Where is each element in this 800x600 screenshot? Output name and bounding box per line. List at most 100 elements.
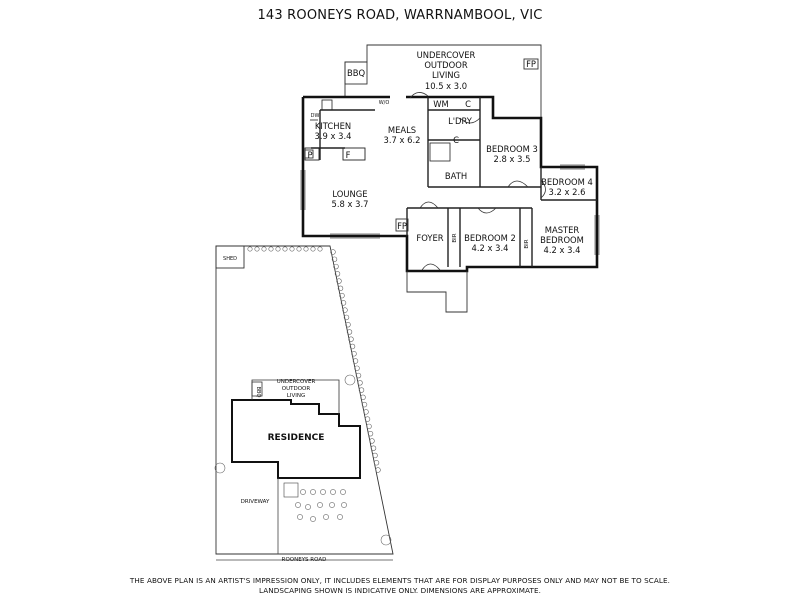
hedge-dot bbox=[339, 292, 345, 299]
hedge-dot bbox=[340, 489, 346, 495]
hedge-dot bbox=[360, 394, 366, 401]
disclaimer-line-2: LANDSCAPING SHOWN IS INDICATIVE ONLY. DI… bbox=[258, 586, 542, 595]
site-outdoor-living bbox=[251, 379, 340, 414]
site-outdoor-label-2: OUTDOOR bbox=[282, 386, 311, 392]
bedroom4-dims: 3.2 x 2.6 bbox=[549, 187, 586, 197]
hedge-dot bbox=[375, 467, 381, 473]
site-residence-footprint bbox=[231, 399, 361, 479]
bedroom2-label: BEDROOM 2 bbox=[464, 233, 516, 243]
hedge-dot bbox=[333, 263, 339, 270]
bedroom3-dims: 2.8 x 3.5 bbox=[494, 154, 531, 164]
hedge-dot bbox=[369, 438, 375, 444]
hedge-dot bbox=[348, 336, 354, 342]
hedge-dot bbox=[340, 300, 347, 306]
hedge-dot bbox=[323, 514, 329, 520]
outdoor-fp-box bbox=[523, 58, 539, 70]
shed-label: SHED bbox=[223, 256, 237, 262]
outdoor-dims: 10.5 x 3.0 bbox=[425, 81, 467, 91]
shed-box bbox=[215, 245, 245, 269]
hedge-dot bbox=[303, 246, 309, 252]
outdoor-label-1: UNDERCOVER bbox=[417, 50, 476, 60]
hedge-dot bbox=[275, 246, 281, 252]
site-bbq-label: BBQ bbox=[255, 387, 261, 398]
hedge-dot bbox=[370, 445, 377, 451]
lounge-fp-label: FP bbox=[397, 221, 407, 231]
site-outdoor-label-3: LIVING bbox=[287, 393, 305, 399]
hedge-dot bbox=[337, 285, 344, 292]
plan-title: 143 ROONEYS ROAD, WARRNAMBOOL, VIC bbox=[257, 8, 543, 23]
hedge-dot bbox=[363, 409, 369, 415]
cupboard-label-2: C bbox=[453, 135, 459, 145]
lounge-label: LOUNGE bbox=[332, 189, 367, 199]
wall-oven-label: W/O bbox=[379, 100, 390, 106]
bir-label-2: BIR bbox=[524, 239, 530, 248]
kitchen-label: KITCHEN bbox=[315, 121, 351, 131]
foyer-label: FOYER bbox=[416, 233, 443, 243]
hedge-dot bbox=[367, 430, 374, 437]
hedge-dot bbox=[300, 489, 306, 495]
hedge-dot bbox=[320, 489, 326, 495]
hedge-dot bbox=[331, 256, 338, 262]
floor-plan-labels: UNDERCOVER OUTDOOR LIVING 10.5 x 3.0 BBQ… bbox=[307, 50, 592, 255]
cupboard-label-1: C bbox=[465, 99, 471, 109]
hedge-dot bbox=[352, 358, 359, 364]
hedge-dot bbox=[330, 489, 336, 495]
hedge-dot bbox=[364, 416, 371, 422]
hedge-dot bbox=[317, 502, 323, 508]
hedge-dot bbox=[341, 502, 347, 508]
site-driveway bbox=[277, 478, 299, 554]
hedge-dot bbox=[297, 514, 303, 520]
hedge-dot bbox=[343, 314, 350, 321]
hedge-dot bbox=[282, 246, 288, 252]
bir-label-1: BIR bbox=[452, 233, 458, 242]
hedge-dot bbox=[310, 516, 316, 522]
bedroom3-label: BEDROOM 3 bbox=[486, 144, 538, 154]
bedroom4-label: BEDROOM 4 bbox=[541, 177, 593, 187]
hedge-dot bbox=[296, 246, 302, 252]
hedge-dot bbox=[289, 246, 295, 252]
disclaimer-line-1: THE ABOVE PLAN IS AN ARTIST'S IMPRESSION… bbox=[129, 576, 671, 585]
hedge-dot bbox=[366, 423, 372, 430]
hedge-dot bbox=[373, 460, 380, 466]
meals-dims: 3.7 x 6.2 bbox=[384, 135, 421, 145]
hedge-dot bbox=[310, 489, 316, 495]
hedge-dot bbox=[372, 452, 378, 459]
hedge-dot bbox=[354, 365, 360, 371]
meals-label: MEALS bbox=[388, 125, 416, 135]
hedge-dot bbox=[357, 380, 363, 386]
bath-label: BATH bbox=[445, 171, 467, 181]
master-label-1: MASTER bbox=[545, 225, 580, 235]
wm-label: WM bbox=[433, 99, 449, 109]
hedge-dot bbox=[337, 514, 343, 520]
hedge-dot bbox=[380, 534, 392, 546]
pantry-label: P bbox=[307, 150, 312, 160]
hedge-dot bbox=[254, 246, 260, 252]
residence-label: RESIDENCE bbox=[268, 433, 325, 443]
boundary-hedge bbox=[214, 246, 392, 546]
bbq-box bbox=[344, 61, 368, 85]
hedge-dot bbox=[214, 462, 226, 474]
outdoor-label-3: LIVING bbox=[432, 70, 460, 80]
dishwasher-label: DW bbox=[311, 113, 320, 119]
hedge-dot bbox=[317, 246, 323, 252]
hedge-dot bbox=[336, 278, 342, 284]
road-label: ROONEYS ROAD bbox=[282, 557, 327, 563]
driveway-label: DRIVEWAY bbox=[241, 499, 270, 505]
hedge-dot bbox=[345, 321, 351, 328]
house-interior-walls bbox=[304, 97, 597, 267]
site-plan-labels: SHED UNDERCOVER OUTDOOR LIVING BBQ RESID… bbox=[223, 256, 326, 563]
hedge-dot bbox=[261, 246, 267, 252]
hedge-dot bbox=[310, 246, 316, 252]
hedge-dot bbox=[329, 502, 335, 508]
door-swings bbox=[409, 92, 546, 271]
hedge-dot bbox=[268, 246, 274, 252]
hedge-dot bbox=[305, 504, 311, 510]
hedge-dot bbox=[361, 401, 368, 408]
lounge-dims: 5.8 x 3.7 bbox=[332, 199, 369, 209]
hedge-dot bbox=[342, 307, 348, 313]
hedge-dot bbox=[330, 249, 336, 255]
site-outdoor-label-1: UNDERCOVER bbox=[277, 379, 316, 385]
outdoor-living-area bbox=[344, 44, 542, 118]
windows bbox=[300, 164, 600, 255]
